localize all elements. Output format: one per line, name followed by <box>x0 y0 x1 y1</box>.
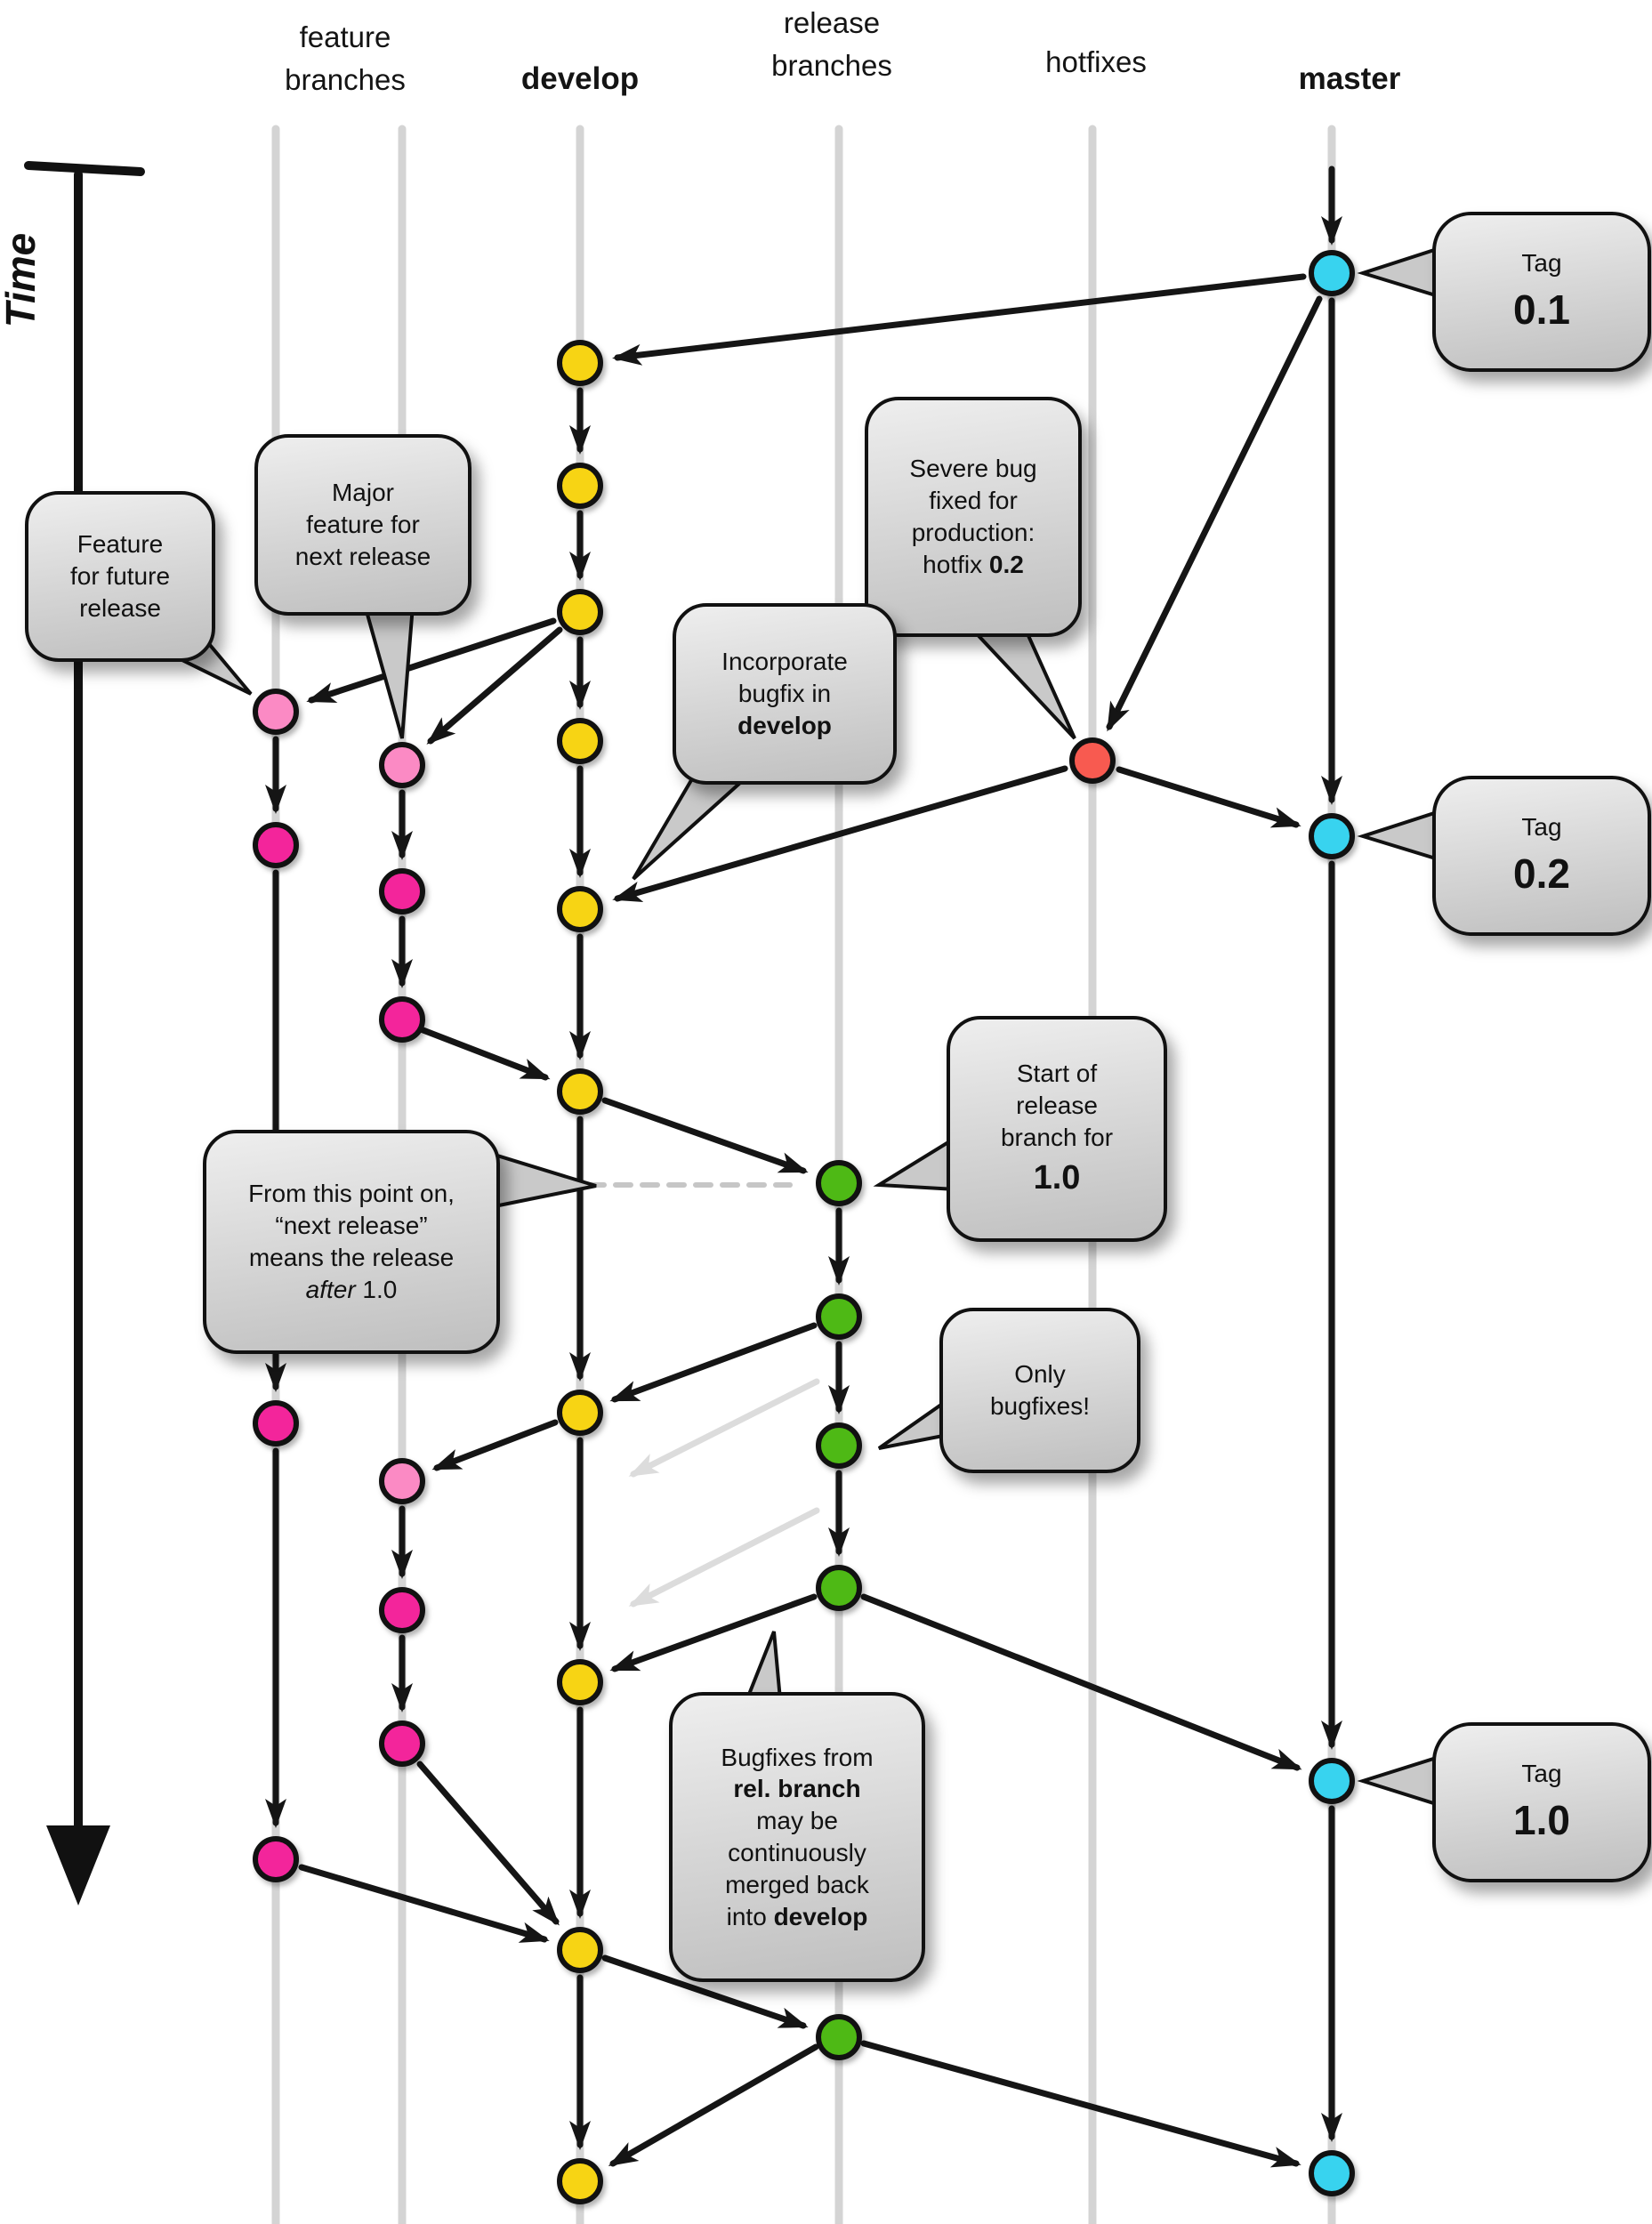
note-line: branch for <box>1000 1123 1114 1151</box>
commit-develop <box>557 886 603 932</box>
commit-develop <box>557 1659 603 1705</box>
note-line: release <box>1016 1091 1098 1119</box>
note-line: Bugfixes from <box>721 1743 874 1771</box>
tag-version: 0.1 <box>1513 286 1570 334</box>
commit-feature <box>379 996 425 1043</box>
commit-release <box>816 1422 862 1469</box>
commit-feature <box>379 1720 425 1767</box>
note-line: develop <box>737 711 832 739</box>
note-line: fixed for <box>929 487 1018 515</box>
note-line: bugfixes! <box>989 1392 1091 1420</box>
tag-bubble-0-2: Tag 0.2 <box>1432 776 1651 936</box>
lane-header-release-line2: branches <box>771 48 892 82</box>
note-line: means the release <box>248 1244 455 1271</box>
commit-feature <box>253 1836 299 1882</box>
lane-header-feature: feature branches <box>238 16 452 101</box>
commit-release <box>816 1160 862 1206</box>
note-line: production: <box>911 519 1036 546</box>
commit-develop <box>557 1068 603 1115</box>
commit-edges <box>265 165 1342 2168</box>
commit-feature <box>379 1587 425 1633</box>
note-line: hotfix 0.2 <box>923 550 1024 578</box>
note-line: “next release” <box>275 1212 428 1240</box>
commit-master <box>1309 1758 1355 1804</box>
commit-release <box>816 2014 862 2060</box>
commit-feature <box>253 1400 299 1446</box>
note-line: Only <box>1014 1360 1066 1389</box>
tag-version: 1.0 <box>1513 1797 1570 1844</box>
note-line: 1.0 <box>1033 1159 1081 1197</box>
time-axis-arrow <box>24 161 145 1906</box>
commit-develop <box>557 2158 603 2204</box>
note-line: after 1.0 <box>305 1275 398 1303</box>
commit-master <box>1309 2150 1355 2196</box>
tag-bubble-0-1: Tag 0.1 <box>1432 212 1651 372</box>
note-line: into develop <box>726 1902 868 1930</box>
commit-release <box>816 1565 862 1611</box>
commit-feature-start <box>379 1458 425 1504</box>
commit-feature-start <box>379 742 425 788</box>
note-only-bugfixes: Only bugfixes! <box>939 1308 1140 1473</box>
commit-develop <box>557 718 603 764</box>
lane-header-hotfixes: hotfixes <box>1045 45 1147 78</box>
commit-feature <box>379 868 425 915</box>
commit-develop <box>557 1390 603 1436</box>
lane-header-feature-line2: branches <box>285 62 406 96</box>
note-line: Feature <box>77 530 164 559</box>
note-line: Severe bug <box>909 455 1037 483</box>
tag-bubble-1-0: Tag 1.0 <box>1432 1722 1651 1882</box>
commit-develop <box>557 463 603 509</box>
lane-header-feature-line1: feature <box>299 20 391 53</box>
lane-header-master: master <box>1298 61 1401 96</box>
lane-header-develop: develop <box>520 61 640 96</box>
lane-header-release-line1: release <box>783 6 881 39</box>
note-line: rel. branch <box>733 1775 861 1803</box>
note-line: continuously <box>728 1839 866 1866</box>
note-major-feature: Major feature for next release <box>254 434 471 616</box>
commit-feature-start <box>253 689 299 735</box>
time-axis-label: Time <box>0 232 44 328</box>
tag-label: Tag <box>1521 812 1562 841</box>
commit-nodes <box>253 250 1355 2204</box>
commit-master <box>1309 250 1355 296</box>
note-feature-future-release: Feature for future release <box>25 491 215 662</box>
note-line: bugfix in <box>737 680 832 708</box>
note-line: From this point on, <box>248 1180 455 1208</box>
commit-develop <box>557 589 603 635</box>
tag-version: 0.2 <box>1513 850 1570 898</box>
note-line: feature for <box>306 511 420 539</box>
note-from-this-point: From this point on, “next release” means… <box>203 1130 500 1354</box>
note-incorporate-bugfix: Incorporate bugfix in develop <box>673 603 897 785</box>
commit-hotfix <box>1069 737 1116 784</box>
commit-feature <box>253 822 299 868</box>
commit-develop <box>557 340 603 386</box>
commit-master <box>1309 813 1355 859</box>
note-line: merged back <box>725 1870 869 1898</box>
note-line: next release <box>294 542 431 570</box>
commit-develop <box>557 1927 603 1973</box>
note-line: Major <box>331 479 394 507</box>
faded-continuous-merge-arrows <box>628 1378 820 1608</box>
note-line: for future <box>69 562 171 591</box>
note-line: Start of <box>1016 1059 1098 1087</box>
note-bugfixes-merged-back: Bugfixes from rel. branch may be continu… <box>669 1692 925 1982</box>
tag-label: Tag <box>1521 1759 1562 1787</box>
note-line: Incorporate <box>721 648 848 676</box>
note-start-release-branch: Start of release branch for 1.0 <box>947 1016 1167 1242</box>
note-severe-bug-hotfix: Severe bug fixed for production: hotfix … <box>865 397 1082 637</box>
note-line: release <box>79 593 161 622</box>
lane-header-release: release branches <box>725 2 939 87</box>
note-line: may be <box>756 1807 838 1835</box>
tag-label: Tag <box>1521 248 1562 277</box>
commit-release <box>816 1293 862 1340</box>
